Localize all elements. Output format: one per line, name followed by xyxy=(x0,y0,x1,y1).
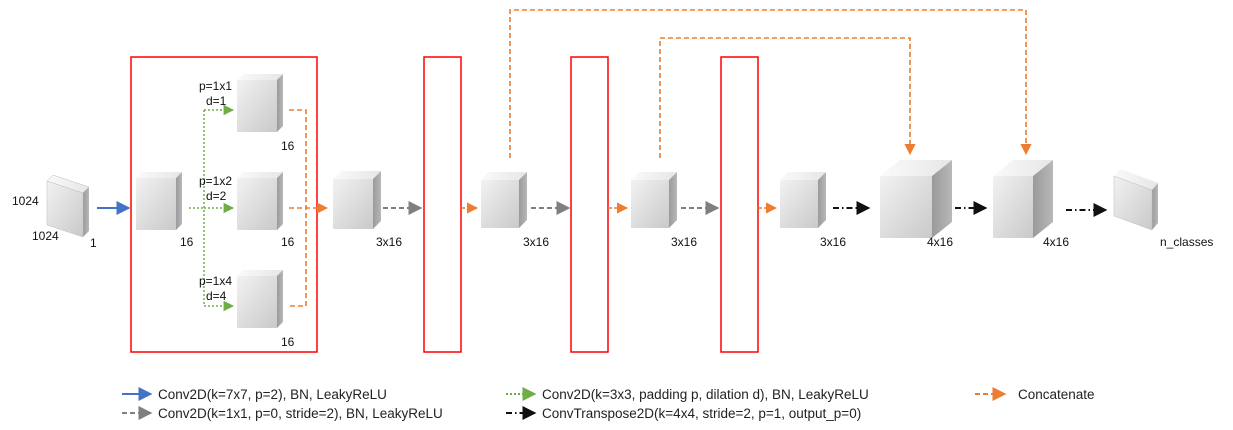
output-label: n_classes xyxy=(1160,235,1213,249)
legend: Conv2D(k=7x7, p=2), BN, LeakyReLU Conv2D… xyxy=(122,387,1095,421)
upsample-feature-map-2 xyxy=(993,160,1053,238)
skip-connection-outer xyxy=(509,9,1032,158)
branch-1-channels-label: 16 xyxy=(281,139,295,153)
input-height-label: 1024 xyxy=(12,194,39,208)
stage-3-label: 3x16 xyxy=(671,235,697,249)
branch-3-channels-label: 16 xyxy=(281,335,295,349)
block-input-channels-label: 16 xyxy=(180,235,194,249)
stage-feature-map-4 xyxy=(780,172,826,228)
input-width-label: 1024 xyxy=(32,229,59,243)
stage-box-1 xyxy=(423,56,462,353)
stage-feature-map-2 xyxy=(481,172,527,228)
skip-connection-inner xyxy=(659,37,916,158)
branch-3-padding-label: p=1x4 xyxy=(199,274,232,288)
branch-3-dilation-label: d=4 xyxy=(206,289,227,303)
branch-feature-map-3 xyxy=(237,270,283,328)
branch-1-padding-label: p=1x1 xyxy=(199,79,232,93)
branch-2-channels-label: 16 xyxy=(281,235,295,249)
legend-concat-label: Concatenate xyxy=(1018,387,1095,402)
input-channels-label: 1 xyxy=(90,236,97,250)
stage-2-label: 3x16 xyxy=(523,235,549,249)
stage-1-label: 3x16 xyxy=(376,235,402,249)
stage-box-3 xyxy=(720,56,759,353)
upsample-1-label: 4x16 xyxy=(927,235,953,249)
branch-1-dilation-label: d=1 xyxy=(206,94,227,108)
branch-2-padding-label: p=1x2 xyxy=(199,174,232,188)
legend-conv1-label: Conv2D(k=1x1, p=0, stride=2), BN, LeakyR… xyxy=(158,406,443,421)
branch-feature-map-1 xyxy=(237,74,283,132)
input-feature-map xyxy=(46,174,90,238)
upsample-feature-map-1 xyxy=(880,160,952,238)
block-concat-arrows xyxy=(289,109,329,307)
output-feature-map xyxy=(1113,169,1158,231)
block-input-feature-map xyxy=(136,172,182,230)
stage-box-2 xyxy=(570,56,609,353)
legend-transpose-label: ConvTranspose2D(k=4x4, stride=2, p=1, ou… xyxy=(542,406,861,421)
stage-feature-map-1 xyxy=(333,171,381,229)
legend-dilated-label: Conv2D(k=3x3, padding p, dilation d), BN… xyxy=(542,387,869,402)
branch-feature-map-2 xyxy=(237,172,283,230)
dilated-conv-arrows xyxy=(189,104,235,312)
stage-4-label: 3x16 xyxy=(820,235,846,249)
legend-conv7-label: Conv2D(k=7x7, p=2), BN, LeakyReLU xyxy=(158,387,387,402)
branch-2-dilation-label: d=2 xyxy=(206,189,227,203)
upsample-2-label: 4x16 xyxy=(1043,235,1069,249)
stage-feature-map-3 xyxy=(631,172,677,228)
